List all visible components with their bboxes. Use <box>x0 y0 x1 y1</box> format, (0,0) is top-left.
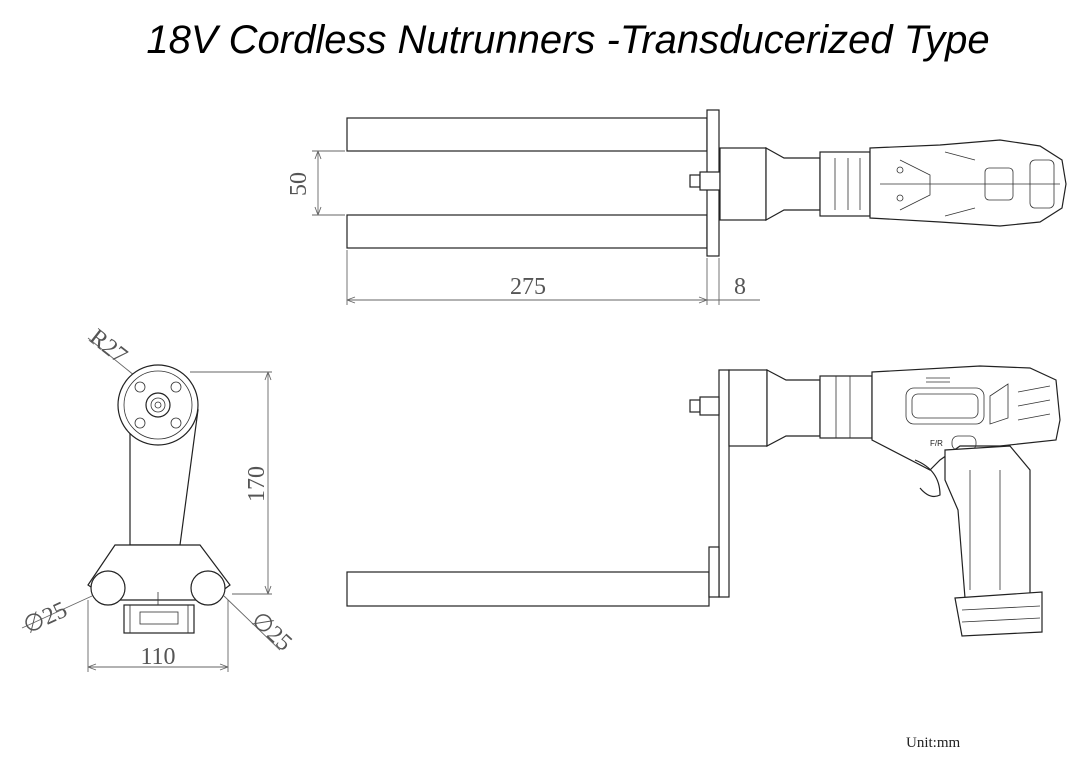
side-taper <box>766 369 821 447</box>
front-battery <box>123 604 195 634</box>
side-drive-shaft <box>699 396 720 416</box>
side-battery <box>954 591 1043 637</box>
top-lower-bar <box>346 214 708 249</box>
side-display <box>905 387 985 425</box>
front-bar-right <box>190 570 226 606</box>
top-view: 50 275 8 <box>286 109 1067 305</box>
dim-top-spacing: 50 <box>286 172 312 196</box>
side-view: F/R <box>346 365 1061 637</box>
top-head-flange <box>719 147 767 221</box>
front-spindle <box>145 392 171 418</box>
dim-side-width: 110 <box>140 644 175 670</box>
side-trigger <box>914 459 941 498</box>
dim-side-height: 170 <box>244 466 270 502</box>
dim-top-plate: 8 <box>734 274 746 300</box>
side-reaction-bar <box>346 571 710 607</box>
side-square-drive <box>689 399 701 413</box>
top-taper <box>765 146 821 222</box>
top-drive-shaft <box>699 171 721 191</box>
front-head <box>117 364 199 446</box>
side-head <box>728 369 768 447</box>
side-plate <box>718 369 730 598</box>
top-upper-bar <box>346 117 708 152</box>
unit-label: Unit:mm <box>906 735 961 751</box>
page-title: 18V Cordless Nutrunners -Transducerized … <box>146 18 990 62</box>
top-neck <box>819 151 871 217</box>
side-neck <box>819 375 873 439</box>
front-view: R27 170 110 ∅25 ∅25 <box>20 324 297 672</box>
side-plate-foot <box>708 546 720 598</box>
front-bar-left <box>90 570 126 606</box>
dim-diameter-left: ∅25 <box>20 597 72 640</box>
fr-label: F/R <box>930 439 943 448</box>
side-handle <box>944 445 1031 599</box>
dim-top-length: 275 <box>510 274 546 300</box>
top-square-drive <box>689 174 701 188</box>
top-body <box>869 139 1067 227</box>
dim-diameter-right: ∅25 <box>246 607 297 656</box>
dim-side-radius: R27 <box>84 324 132 369</box>
